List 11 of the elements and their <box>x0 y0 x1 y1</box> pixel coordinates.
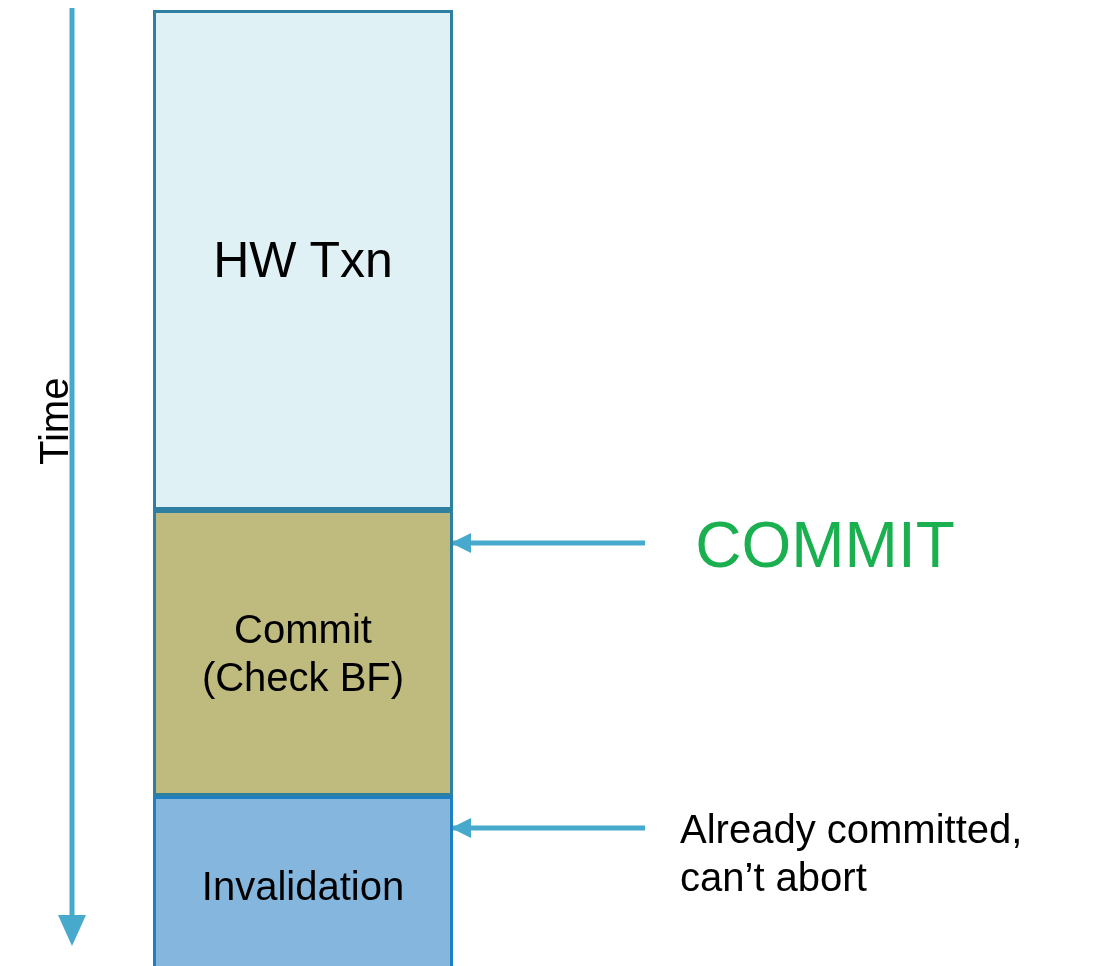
arrow <box>451 818 645 838</box>
arrow <box>451 533 645 553</box>
annotation-text: Already committed, can’t abort <box>680 805 1024 901</box>
axis-label: Time <box>32 377 77 465</box>
block-label: Commit (Check BF) <box>200 606 406 701</box>
process-block <box>153 10 453 510</box>
annotation-text: COMMIT <box>695 507 955 583</box>
process-block <box>153 796 453 966</box>
process-block <box>153 510 453 796</box>
block-label: HW Txn <box>213 231 393 290</box>
block-label: Invalidation <box>201 863 405 910</box>
